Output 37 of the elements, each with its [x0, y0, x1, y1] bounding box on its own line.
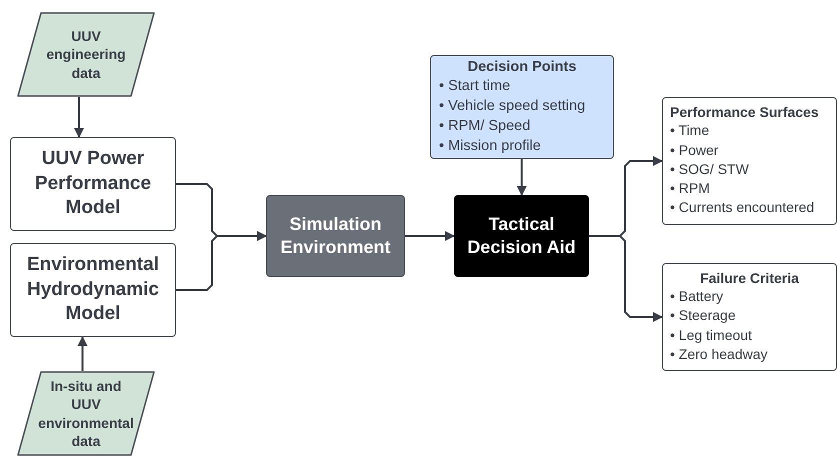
list-item: • Battery — [670, 286, 724, 306]
list-item: • RPM — [670, 179, 710, 198]
arrow — [589, 235, 663, 322]
box-heading: Performance Surfaces — [670, 104, 819, 120]
box-heading: Failure Criteria — [700, 270, 799, 286]
list-item: • Start time — [439, 76, 510, 96]
process-box — [266, 195, 405, 277]
list-item: • Mission profile — [439, 136, 541, 156]
list-item: • Currents encountered — [670, 198, 814, 218]
arrow — [74, 97, 84, 138]
arrow — [516, 159, 527, 196]
process-box — [454, 195, 589, 277]
arrow — [78, 336, 88, 371]
list-item: • Time — [670, 121, 710, 140]
node-label: Tactical Decision Aid — [466, 212, 577, 259]
node-label: In-situ and UUV environmental data — [38, 377, 134, 450]
info-box — [430, 55, 614, 159]
process-box — [10, 137, 176, 231]
node-label: UUV engineering data — [46, 27, 126, 82]
arrow — [176, 231, 267, 291]
arrow — [405, 231, 455, 241]
list-item: • RPM/ Speed — [439, 116, 530, 136]
node-label: UUV Power Performance Model — [34, 146, 152, 220]
list-item: • Power — [670, 140, 718, 160]
list-item: • Steerage — [670, 306, 736, 326]
list-item: • Vehicle speed setting — [439, 96, 586, 116]
box-heading: Decision Points — [468, 58, 576, 74]
data-parallelogram — [17, 371, 155, 456]
list-box — [662, 263, 837, 371]
list-box — [662, 97, 837, 225]
list-item: • Zero headway — [670, 344, 768, 364]
data-parallelogram — [17, 12, 155, 97]
node-label: Simulation Environment — [279, 212, 392, 259]
list-item: • Leg timeout — [670, 326, 752, 345]
list-item: • SOG/ STW — [670, 160, 749, 179]
node-label: Environmental Hydrodynamic Model — [26, 252, 160, 326]
process-box — [10, 243, 176, 337]
